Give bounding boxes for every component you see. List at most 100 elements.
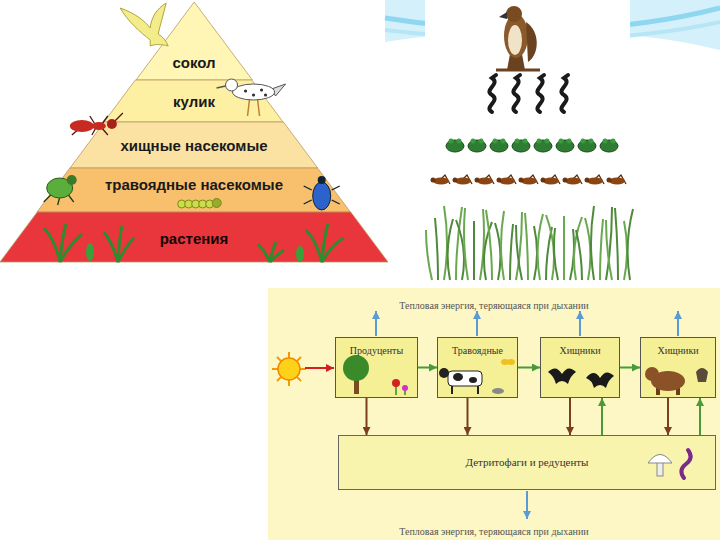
node-illustration xyxy=(548,368,614,388)
frog-row xyxy=(567,139,572,144)
grass-figure xyxy=(486,210,492,280)
level-name: сокол xyxy=(172,54,215,71)
level-name: хищные насекомые xyxy=(120,137,267,154)
sun-ray xyxy=(277,357,301,381)
detritus-flow-arrow xyxy=(667,398,669,435)
heat-arrow xyxy=(677,311,679,336)
organism-picture xyxy=(115,113,123,121)
heat-arrow xyxy=(375,311,377,336)
heat-arrow xyxy=(526,491,528,519)
grasshopper-row xyxy=(431,175,627,185)
label-row: Тепловая энергия, теряющаяся при дыхании xyxy=(268,295,720,313)
organism-picture xyxy=(313,182,331,210)
organism-picture xyxy=(439,368,449,378)
organism-picture xyxy=(548,368,576,384)
sunlight-arrow xyxy=(305,367,334,369)
frog-row xyxy=(603,139,608,144)
frog-row xyxy=(545,139,550,144)
organism-picture xyxy=(67,175,77,185)
node-illustration xyxy=(120,2,252,80)
pyramid-band-shape xyxy=(0,212,388,262)
node-illustration xyxy=(648,450,691,478)
sun-disc xyxy=(278,358,300,380)
organism-picture xyxy=(648,455,672,464)
organism-picture xyxy=(507,359,515,365)
organism-picture xyxy=(586,372,614,388)
food-flow-arrow xyxy=(699,398,701,435)
grasshopper-row xyxy=(585,175,605,185)
node-illustration xyxy=(37,168,350,212)
grass-figure xyxy=(606,207,612,280)
sun-rays xyxy=(272,352,306,386)
detritus-flow-arrow xyxy=(569,398,571,435)
snake-row xyxy=(489,75,568,112)
frog-row xyxy=(589,139,594,144)
heat-loss-label: Тепловая энергия, теряющаяся при дыхании xyxy=(396,300,591,311)
grasshopper-row xyxy=(497,178,502,183)
frog-row xyxy=(471,139,476,144)
frog-row xyxy=(457,139,462,144)
hawk-figure xyxy=(496,6,540,70)
picture-ground xyxy=(425,0,630,285)
organism-picture xyxy=(318,176,326,184)
trophic-level-band: кулик xyxy=(104,80,283,122)
grass-figure xyxy=(538,214,543,280)
trophic-level-box: Продуценты xyxy=(335,337,418,398)
organism-picture xyxy=(260,88,263,91)
grasshopper-row xyxy=(565,178,581,185)
grasshopper-row xyxy=(607,175,627,185)
grasshopper-row xyxy=(453,175,473,185)
grass-figure xyxy=(534,226,537,280)
frog-row xyxy=(446,139,464,153)
grass-figure xyxy=(510,224,513,280)
trophic-level-band: растения xyxy=(0,212,388,262)
level-name: кулик xyxy=(173,93,215,110)
frog-row xyxy=(578,139,596,153)
grasshopper-row xyxy=(541,178,546,183)
grass-figure xyxy=(563,216,565,280)
organism-picture xyxy=(212,199,221,208)
frog-row xyxy=(559,139,564,144)
grass-figure xyxy=(495,223,500,280)
organism-picture xyxy=(469,377,477,383)
grasshopper-row xyxy=(563,178,568,183)
grasshopper-row xyxy=(453,178,458,183)
organism-picture xyxy=(402,385,408,391)
organism-picture xyxy=(44,224,82,262)
grasshopper-row xyxy=(475,175,495,185)
organism-picture xyxy=(104,226,134,262)
grasshopper-row xyxy=(519,175,539,185)
organism-picture xyxy=(492,388,504,394)
box-heading: Травоядные xyxy=(452,345,503,357)
grasshopper-row xyxy=(607,178,612,183)
detritus-flow-arrow xyxy=(467,398,469,435)
organism-picture xyxy=(252,93,255,96)
box-heading: Детритофаги и редуценты xyxy=(466,456,589,469)
grass-figure xyxy=(546,215,554,280)
organism-picture xyxy=(107,119,117,129)
energy-panel xyxy=(268,288,720,540)
node-illustration xyxy=(645,367,708,395)
organism-picture xyxy=(258,242,284,262)
grass-figure xyxy=(576,230,582,280)
frog-row xyxy=(479,139,484,144)
organism-picture xyxy=(395,386,397,395)
trophic-level-box: Травоядные xyxy=(437,337,518,398)
organism-picture xyxy=(657,462,663,476)
frog-row xyxy=(534,139,552,153)
organism-picture xyxy=(70,120,94,132)
grass-figure xyxy=(473,221,475,280)
box-heading: Хищники xyxy=(559,345,600,357)
node-illustration xyxy=(439,359,515,394)
grasshopper-row xyxy=(477,178,493,185)
grass-figure xyxy=(426,206,633,280)
organism-picture xyxy=(296,246,304,262)
grasshopper-row xyxy=(587,178,603,185)
frog-row xyxy=(468,139,486,153)
grass-figure xyxy=(426,230,432,280)
grass-figure xyxy=(585,218,590,280)
grass-figure xyxy=(516,225,522,280)
snake-row xyxy=(561,75,568,112)
organism-picture xyxy=(86,243,94,261)
grass-figure xyxy=(448,219,453,280)
